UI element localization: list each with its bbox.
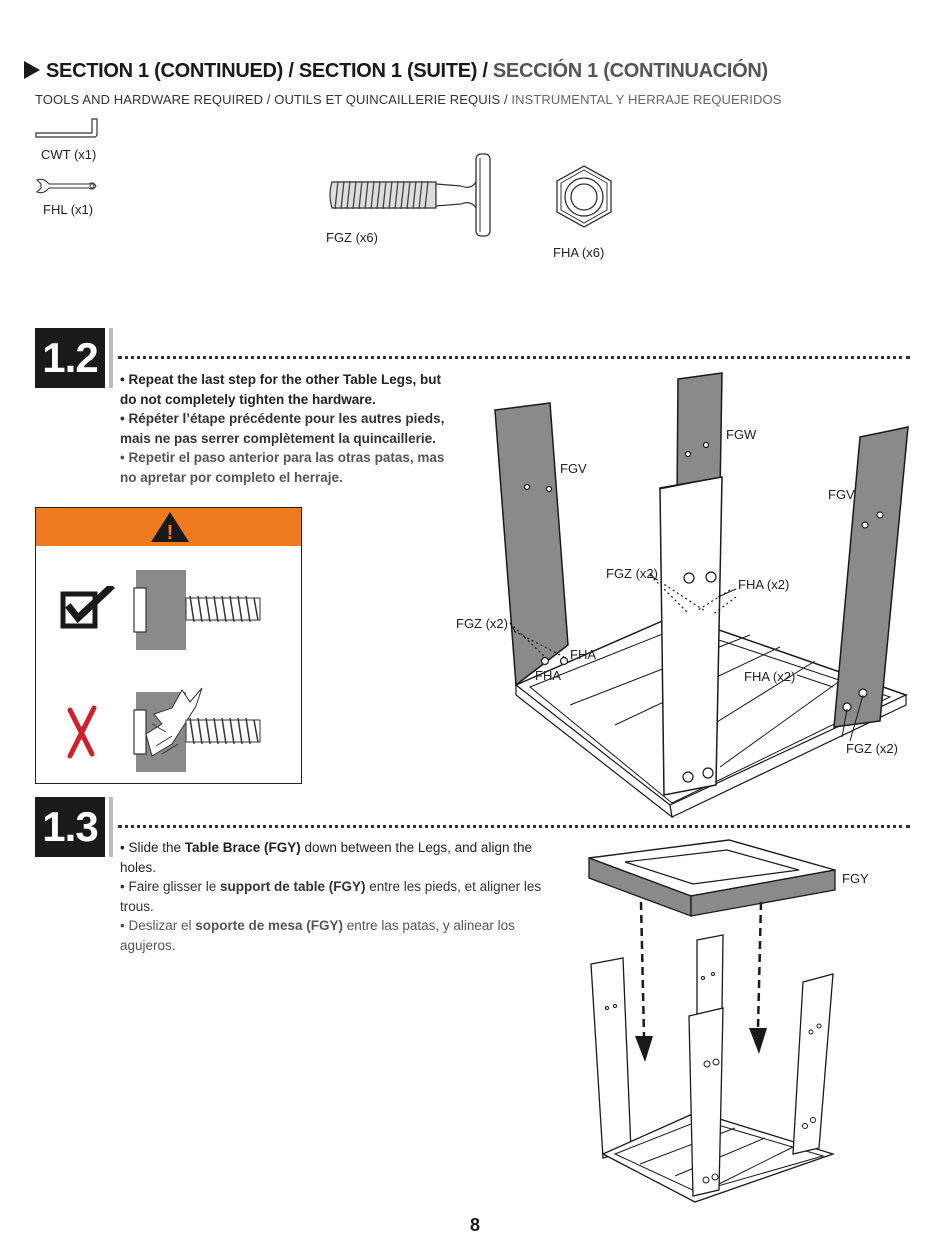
label-fha-top: FHA (x2): [738, 577, 790, 592]
warning-panel: !: [35, 507, 302, 784]
table-assembly-diagram-1-2: [494, 372, 909, 819]
bolt-overtightened-illustration: [133, 687, 261, 772]
step-1-3-instructions: • Slide the Table Brace (FGY) down betwe…: [120, 840, 542, 953]
label-fgz-left: FGZ (x2): [456, 616, 508, 631]
table-brace-diagram-1-3: [588, 839, 836, 1203]
label-fgz-top: FGZ (x2): [606, 566, 658, 581]
section-title: SECTION 1 (CONTINUED) / SECTION 1 (SUITE…: [24, 60, 768, 83]
label-fha-right: FHA (x2): [744, 669, 796, 684]
warning-icon: !: [151, 512, 189, 544]
svg-text:!: !: [167, 522, 174, 544]
section-subtitle: TOOLS AND HARDWARE REQUIRED / OUTILS ET …: [35, 92, 782, 107]
label-fgz-bottom: FGZ (x2): [846, 741, 898, 756]
label-fha-b: FHA: [535, 668, 561, 683]
step-1-2-instructions: • Repeat the last step for the other Tab…: [120, 372, 445, 485]
cwt-label: CWT (x1): [41, 147, 97, 162]
x-wrong-icon: [67, 705, 97, 759]
hex-nut-fha-icon: [556, 165, 612, 228]
page-number: 8: [469, 1215, 480, 1235]
allen-wrench-icon: [35, 118, 98, 138]
label-fha-a: FHA: [570, 647, 596, 662]
step-number-1-2: 1.2: [35, 328, 113, 388]
checkbox-correct-icon: [60, 586, 115, 629]
label-fgv-left: FGV: [560, 461, 587, 476]
fhl-label: FHL (x1): [43, 202, 94, 217]
bolt-fgz-icon: [329, 153, 491, 237]
label-fgy: FGY: [842, 871, 869, 886]
bolt-correct-illustration: [133, 570, 261, 650]
step-number-1-3: 1.3: [35, 797, 113, 857]
fha-label: FHA (x6): [553, 245, 605, 260]
wrench-icon: [35, 178, 97, 194]
label-fgv-right: FGV: [828, 487, 855, 502]
triangle-bullet-icon: [24, 61, 40, 79]
step-divider: [118, 356, 910, 359]
step-divider: [118, 825, 910, 828]
fgz-label: FGZ (x6): [326, 230, 378, 245]
label-fgw: FGW: [726, 427, 757, 442]
